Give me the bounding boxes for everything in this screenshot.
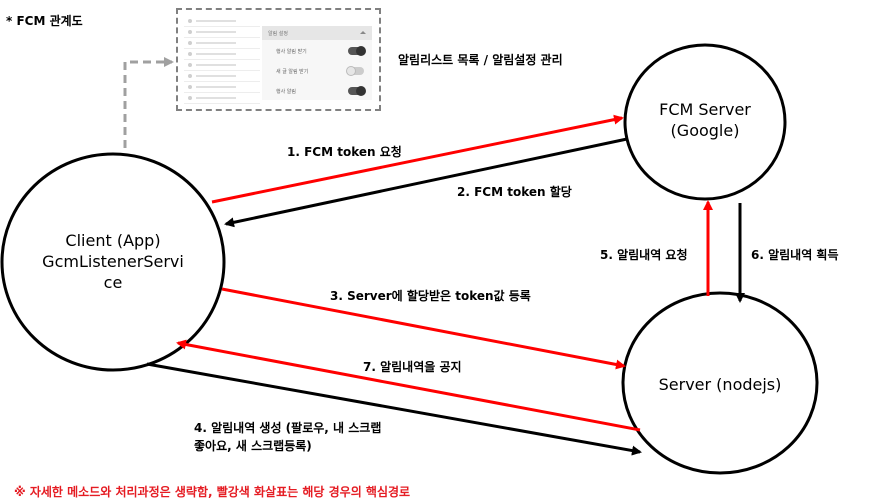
edge-4-label: 4. 알림내역 생성 (팔로우, 내 스크랩 좋아요, 새 스크랩등록) (194, 419, 381, 455)
toggle-off-icon (346, 66, 364, 76)
edge-3-arrow (221, 287, 626, 370)
server-label: Server (nodejs) (623, 374, 817, 395)
toggle-on-icon (348, 86, 366, 96)
client-node (0, 152, 226, 372)
mockup-list-row (184, 49, 260, 60)
mockup-list (184, 16, 260, 104)
dashed-connector (123, 57, 174, 148)
mockup-list-row (184, 82, 260, 93)
mockup-list-row (184, 27, 260, 38)
client-label-line3: ce (103, 273, 123, 292)
fcm-server-label: FCM Server (Google) (625, 99, 785, 141)
toggle-on-icon (348, 46, 366, 56)
mockup-list-row (184, 93, 260, 104)
mockup-list-row (184, 60, 260, 71)
mockup-list-row (184, 71, 260, 82)
edge-1-label: 1. FCM token 요청 (287, 145, 402, 159)
chevron-up-icon (360, 31, 366, 34)
edge-4-label-line2: 좋아요, 새 스크랩등록) (194, 439, 312, 453)
edge-5-label: 5. 알림내역 요청 (600, 248, 688, 262)
server-label-line1: Server (nodejs) (658, 375, 782, 394)
client-label: Client (App) GcmListenerServi ce (20, 230, 206, 293)
mockup-setting-row: 행사 알림 받기 (262, 42, 372, 60)
fcm-server-node (623, 43, 787, 201)
mockup-caption: 알림리스트 목록 / 알림설정 관리 (398, 53, 563, 67)
fcm-server-label-line2: (Google) (670, 121, 740, 140)
fcm-server-label-line1: FCM Server (659, 100, 751, 119)
edge-7-label: 7. 알림내역을 공지 (363, 360, 462, 374)
server-node (621, 291, 819, 475)
client-label-line1: Client (App) (65, 231, 161, 250)
footnote: ※ 자세한 메소드와 처리과정은 생략함, 빨강색 화살표는 해당 경우의 핵심… (14, 485, 411, 499)
edge-2-arrow (224, 137, 628, 228)
edge-6-label: 6. 알림내역 획득 (751, 248, 839, 262)
mockup-setting-row: 새 글 알림 받기 (262, 62, 372, 80)
edge-7-arrow (176, 339, 641, 432)
client-label-line2: GcmListenerServi (42, 252, 184, 271)
mockup-settings-header-label: 알림 설정 (268, 31, 288, 37)
edge-1-arrow (211, 114, 624, 204)
edge-4-arrow (146, 362, 642, 456)
mockup-setting-row: 행사 알림 (262, 82, 372, 100)
mockup-settings-header: 알림 설정 (262, 26, 372, 40)
diagram-title: * FCM 관계도 (6, 14, 83, 28)
mockup-setting-label: 행사 알림 (276, 89, 296, 95)
edge-3-label: 3. Server에 할당받은 token값 등록 (330, 289, 531, 303)
edge-2-label: 2. FCM token 할당 (457, 185, 572, 199)
edge-4-label-line1: 4. 알림내역 생성 (팔로우, 내 스크랩 (194, 421, 382, 435)
mockup-settings-panel: 알림 설정 행사 알림 받기 새 글 알림 받기 행사 알림 (262, 26, 372, 100)
mockup-list-row (184, 38, 260, 49)
mockup-setting-label: 행사 알림 받기 (276, 49, 307, 55)
mockup-list-row (184, 16, 260, 27)
mockup-setting-label: 새 글 알림 받기 (276, 69, 309, 75)
notification-ui-mockup: 알림 설정 행사 알림 받기 새 글 알림 받기 행사 알림 (176, 8, 381, 111)
